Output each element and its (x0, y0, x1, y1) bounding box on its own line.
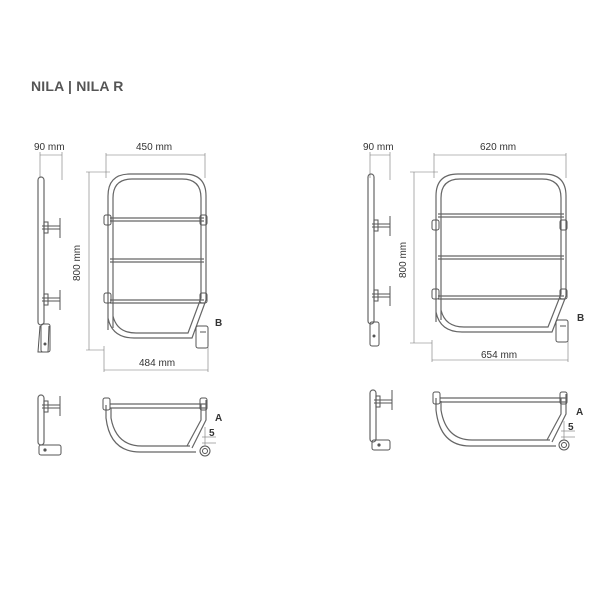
nila-r-label-5: 5 (568, 422, 574, 433)
nila-r-width-top-label: 620 mm (480, 142, 516, 153)
nila-r-height-label: 800 mm (398, 242, 409, 278)
nila-r-depth-label: 90 mm (363, 142, 394, 153)
nila-r-label-b: B (577, 313, 584, 324)
nila-label-a: A (215, 413, 222, 424)
page-title: NILA | NILA R (31, 78, 124, 94)
nila-r-width-bottom-label: 654 mm (481, 350, 517, 361)
nila-height-label: 800 mm (72, 245, 83, 281)
nila-label-b: B (215, 318, 222, 329)
nila-label-5: 5 (209, 428, 215, 439)
nila-r-label-a: A (576, 407, 583, 418)
nila-r-top-view (432, 391, 570, 451)
nila-top-view (102, 397, 211, 457)
nila-depth-label: 90 mm (34, 142, 65, 153)
nila-r-drawing: 90 mm 620 mm 800 mm (363, 142, 584, 451)
nila-side-view (37, 176, 61, 353)
nila-r-side-view (367, 173, 391, 347)
nila-drawing: 90 mm 450 mm 800 mm (34, 142, 222, 457)
nila-width-bottom-label: 484 mm (139, 358, 175, 369)
nila-front-view (103, 173, 209, 349)
nila-r-front-view (431, 173, 569, 343)
nila-r-side-view-lower (369, 389, 393, 451)
nila-width-top-label: 450 mm (136, 142, 172, 153)
nila-side-view-lower (37, 394, 62, 456)
